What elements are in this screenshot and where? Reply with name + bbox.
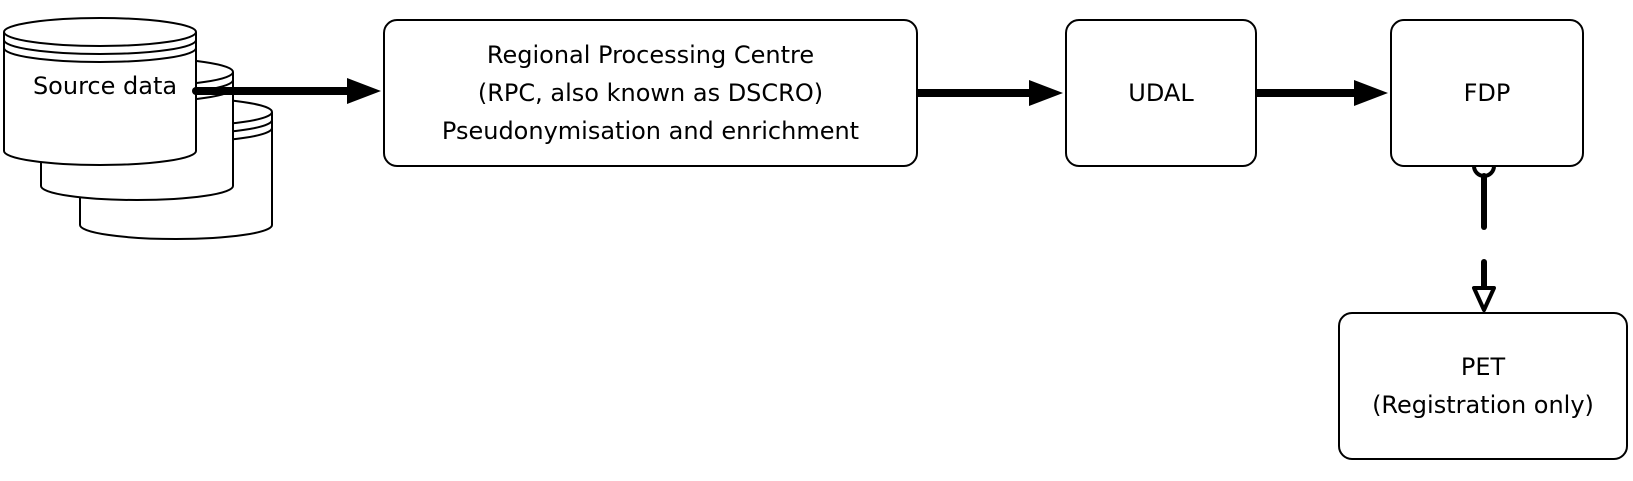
pet-subtitle: (Registration only) xyxy=(1372,391,1594,419)
source-data-label: Source data xyxy=(32,72,178,100)
fdp-node: FDP xyxy=(1390,19,1584,167)
stacked-database-icon xyxy=(3,17,273,240)
udal-label: UDAL xyxy=(1128,79,1194,107)
arrow-source-to-rpc xyxy=(192,78,381,104)
rpc-alias: (RPC, also known as DSCRO) xyxy=(477,79,824,107)
fdp-label: FDP xyxy=(1463,79,1511,107)
arrow-rpc-to-udal xyxy=(914,80,1063,106)
pet-node: PET (Registration only) xyxy=(1338,312,1628,460)
connector-fdp-to-pet xyxy=(1472,154,1496,312)
arrow-udal-to-fdp xyxy=(1253,80,1388,106)
pet-title: PET xyxy=(1460,353,1506,381)
rpc-title: Regional Processing Centre xyxy=(486,41,815,69)
udal-node: UDAL xyxy=(1065,19,1257,167)
rpc-function: Pseudonymisation and enrichment xyxy=(441,117,860,145)
rpc-node: Regional Processing Centre (RPC, also kn… xyxy=(383,19,918,167)
database-cylinder-front xyxy=(3,17,197,166)
